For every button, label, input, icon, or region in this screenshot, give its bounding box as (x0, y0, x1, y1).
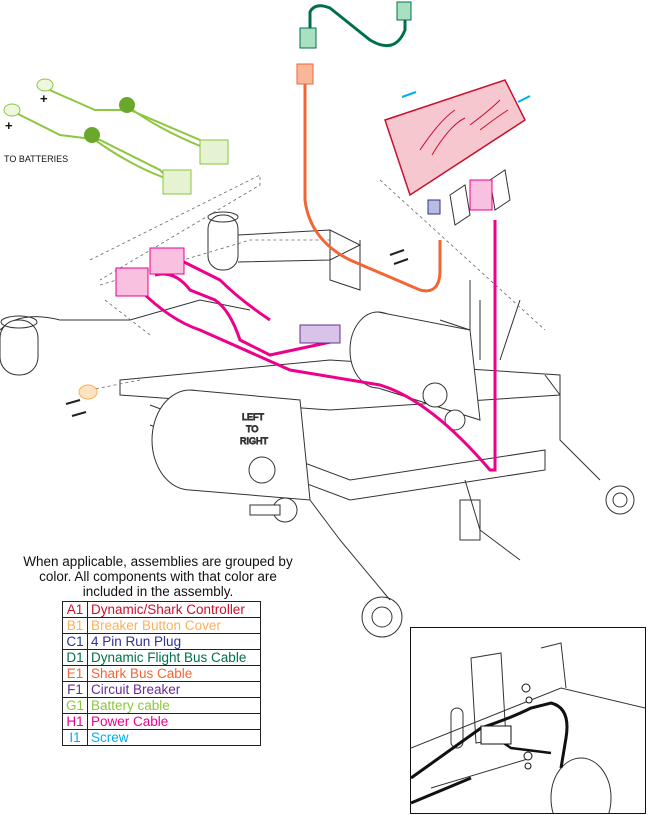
power-connector (469, 179, 493, 211)
screw-icons (401, 91, 531, 103)
shark-bus-cable (303, 80, 442, 293)
bolt-icons (65, 249, 409, 417)
motor-direction-label: RIGHT (240, 436, 269, 446)
assembly-guides (89, 174, 546, 391)
motor-left: LEFT TO RIGHT (151, 389, 311, 523)
legend-part-name: Circuit Breaker (87, 681, 262, 698)
legend-part-name: Dynamic Flight Bus Cable (87, 649, 262, 666)
legend-code: C1 (61, 633, 89, 650)
legend-part-name: Power Cable (87, 713, 262, 730)
power-connector (115, 267, 149, 297)
to-batteries-label: TO BATTERIES (4, 154, 69, 164)
breaker-button-cover (78, 384, 98, 400)
legend-part-name: Breaker Button Cover (87, 617, 262, 634)
battery-connector (162, 169, 192, 195)
bus-connector (396, 1, 412, 21)
detail-inset (410, 627, 646, 814)
circuit-breaker (299, 324, 341, 344)
legend-part-name: Battery cable (87, 697, 262, 714)
legend-part-name: Screw (87, 729, 262, 746)
motor-right (349, 311, 481, 431)
legend-code: B1 (61, 617, 89, 634)
positive-terminal-label: + (40, 91, 48, 106)
legend-code: H1 (61, 713, 89, 730)
legend-part-name: Dynamic/Shark Controller (87, 601, 262, 618)
wheelchair-frame (0, 211, 635, 638)
battery-terminal (36, 78, 54, 92)
run-plug (427, 199, 441, 215)
breaker-detail-view (411, 642, 645, 813)
motor-direction-label: LEFT (242, 412, 265, 422)
legend-part-name: 4 Pin Run Plug (87, 633, 262, 650)
positive-terminal-label: + (5, 118, 13, 133)
legend-part-name: Shark Bus Cable (87, 665, 262, 682)
battery-connector (199, 139, 229, 165)
legend-code: A1 (61, 601, 89, 618)
battery-terminal (119, 97, 135, 113)
legend-code: G1 (61, 697, 89, 714)
dynamic-flight-bus-cable (308, 4, 407, 48)
motor-direction-label: TO (246, 424, 258, 434)
controller (384, 79, 526, 226)
battery-terminal (3, 103, 21, 117)
legend-code: E1 (61, 665, 89, 682)
legend-code: D1 (61, 649, 89, 666)
power-cable (138, 220, 497, 472)
color-grouping-note: When applicable, assemblies are grouped … (23, 554, 293, 599)
legend-code: F1 (61, 681, 89, 698)
power-connector (149, 247, 185, 275)
shark-bus-connector (296, 63, 314, 85)
bus-connector (299, 27, 317, 49)
battery-terminal (84, 127, 100, 143)
legend-code: I1 (61, 729, 89, 746)
